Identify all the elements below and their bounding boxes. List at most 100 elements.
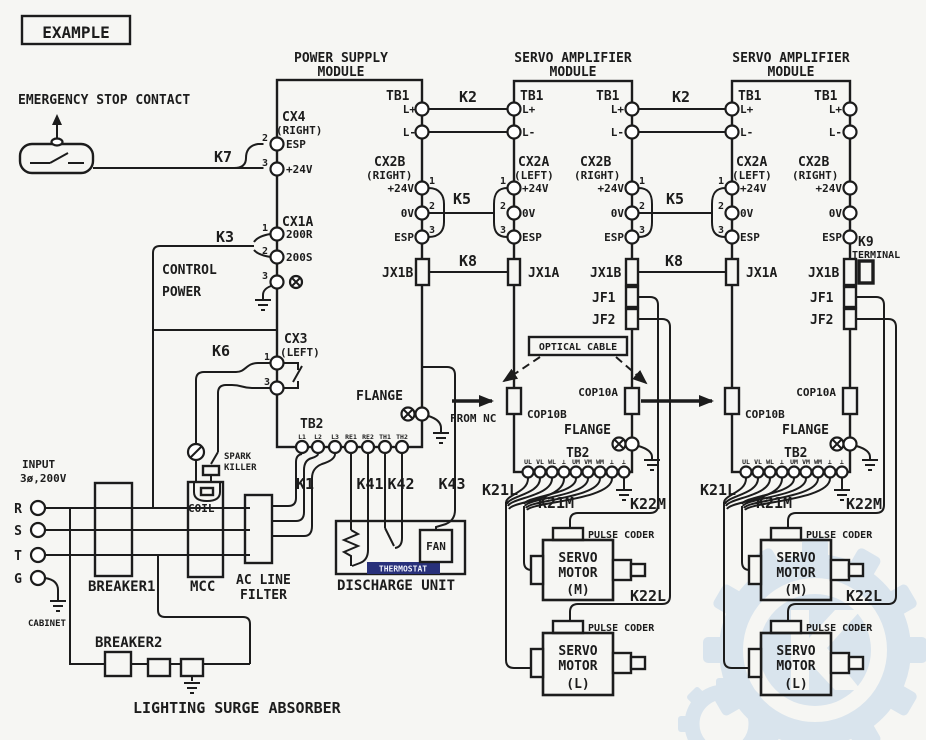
svg-text:WL: WL <box>548 458 556 466</box>
servo1-cx2a-label: CX2A <box>518 155 549 170</box>
svg-text:⊥: ⊥ <box>828 458 832 466</box>
servo2-jf2-connector <box>842 307 858 331</box>
servo2-flange-ground-wire <box>856 445 871 459</box>
psm-cx1a-200r: 200R <box>286 228 313 241</box>
optical-cable-label: OPTICAL CABLE <box>539 342 617 353</box>
servo1-k21l-label: K21L <box>482 481 518 499</box>
k43-cable-label: K43 <box>438 475 465 493</box>
servo1-k22l-label: K22L <box>630 587 666 605</box>
servo2-edge-terminals <box>724 101 858 452</box>
servo1-tb2-ground <box>616 489 632 501</box>
servo2-cx2a-esp: ESP <box>740 231 760 244</box>
svg-text:WM: WM <box>814 458 822 466</box>
svg-text:⊥: ⊥ <box>780 458 784 466</box>
psm-cx3-sub: (LEFT) <box>280 346 320 359</box>
psm-cx4-label: CX4 <box>282 110 306 125</box>
ac-line-filter-label-2: FILTER <box>240 588 287 603</box>
control-power-label-1: CONTROL <box>162 263 217 278</box>
servo1-cx2a-0v: 0V <box>522 207 536 220</box>
psm-lminus-label: L- <box>403 126 416 139</box>
coil-label: COIL <box>188 502 215 515</box>
svg-text:VM: VM <box>584 458 592 466</box>
servo2-cx2a-pin3: 3 <box>718 225 724 236</box>
servo2-k21l-label: K21L <box>700 481 736 499</box>
servo1-jx1a-label: JX1A <box>528 266 559 281</box>
psm-flange-ground <box>433 432 449 444</box>
servo2-motor-m-line1: SERVO <box>776 551 815 566</box>
psm-cx2b-pin3: 3 <box>429 225 435 236</box>
k2-cable-label-1: K2 <box>459 88 477 106</box>
servo1-pulse-coder-m-label: PULSE CODER <box>588 530 655 541</box>
servo1-title-2: MODULE <box>550 65 597 80</box>
servo2-flange-ground <box>862 459 878 471</box>
servo2-tb1r-lminus: L- <box>829 126 842 139</box>
servo2-k22m-wire <box>787 296 885 528</box>
psm-cx3-pin3: 3 <box>264 377 270 388</box>
servo2-tb2-ground <box>834 489 850 501</box>
k5-cable-label-2: K5 <box>666 190 684 208</box>
servo2-cx2a-0v: 0V <box>740 207 754 220</box>
psm-cx1a-pin2: 2 <box>262 246 268 257</box>
psm-cx1a-ground <box>255 299 271 311</box>
servo2-k21l-wires <box>723 478 783 669</box>
servo1-cx2a-24v: +24V <box>522 182 549 195</box>
svg-text:VM: VM <box>802 458 810 466</box>
input-terminal-r-label: R <box>14 502 22 517</box>
input-label-1: INPUT <box>22 458 55 471</box>
servo1-motor-l-line1: SERVO <box>558 644 597 659</box>
psm-tb2-terminal-labels: L1 L2 L3 RE1 RE2 TH1 TH2 <box>298 433 408 441</box>
k6-cable-label: K6 <box>212 342 230 360</box>
k2-cable-label-2: K2 <box>672 88 690 106</box>
svg-text:⊥: ⊥ <box>610 458 614 466</box>
svg-text:UM: UM <box>572 458 580 466</box>
cabinet-ground-wire <box>44 577 59 600</box>
servo1-title: SERVO AMPLIFIER <box>514 51 632 66</box>
servo1-k22m-label: K22M <box>630 495 666 513</box>
servo2-tb1r-lplus: L+ <box>829 103 843 116</box>
servo2-flange-symbol <box>829 436 845 452</box>
svg-text:RE2: RE2 <box>362 433 374 441</box>
psm-cx1a-label: CX1A <box>282 215 313 230</box>
servo1-cx2b-pin1: 1 <box>639 176 645 187</box>
psm-cx1a-pin3: 3 <box>262 271 268 282</box>
servo2-tb1r-label: TB1 <box>814 89 838 104</box>
cabinet-ground <box>50 600 66 612</box>
servo2-cop10b-label: COP10B <box>745 408 785 421</box>
k7-wire <box>93 143 264 169</box>
ac-line-filter-box <box>243 493 274 565</box>
servo2-cx2b-label: CX2B <box>798 155 829 170</box>
servo1-cx2b-pin2: 2 <box>639 201 645 212</box>
servo2-cx2a-pin1: 1 <box>718 176 724 187</box>
example-box <box>20 14 132 46</box>
phase-wires <box>45 507 250 556</box>
svg-text:⊥: ⊥ <box>840 458 844 466</box>
servo1-jf1-connector <box>624 285 640 309</box>
psm-cx4-pin2: 2 <box>262 133 268 144</box>
spark-killer-label-2: KILLER <box>224 463 257 473</box>
servo2-tb1l-lminus: L- <box>740 126 753 139</box>
k41-cable-label: K41 <box>356 475 383 493</box>
servo2-cx2b-sub: (RIGHT) <box>792 169 838 182</box>
servo2-cx2b-esp: ESP <box>822 231 842 244</box>
servo1-tb1l-lplus: L+ <box>522 103 536 116</box>
servo1-k21l-wires <box>505 478 565 669</box>
servo1-cx2b-0v: 0V <box>611 207 625 220</box>
servo2-cx2a-sub: (LEFT) <box>732 169 772 182</box>
servo2-cop10b-connector <box>723 386 741 416</box>
psm-jx1b-label: JX1B <box>382 266 413 281</box>
psm-cx2b-0v: 0V <box>401 207 415 220</box>
svg-text:⊥: ⊥ <box>622 458 626 466</box>
servo2-cop10a-connector <box>841 386 859 416</box>
k41-wires <box>341 453 369 567</box>
breaker2-box <box>103 650 133 678</box>
svg-text:UL: UL <box>524 458 532 466</box>
servo2-cx2a-24v: +24V <box>740 182 767 195</box>
servo2-k22m-label: K22M <box>846 495 882 513</box>
psm-cx1a-pin1: 1 <box>262 223 268 234</box>
servo1-motor-m-line2: MOTOR <box>558 566 597 581</box>
svg-text:UL: UL <box>742 458 750 466</box>
k42-cable-label: K42 <box>387 475 414 493</box>
servo1-cx2a-pin1: 1 <box>500 176 506 187</box>
psm-tb2-terminals <box>294 439 410 455</box>
surge-ground <box>184 682 200 694</box>
